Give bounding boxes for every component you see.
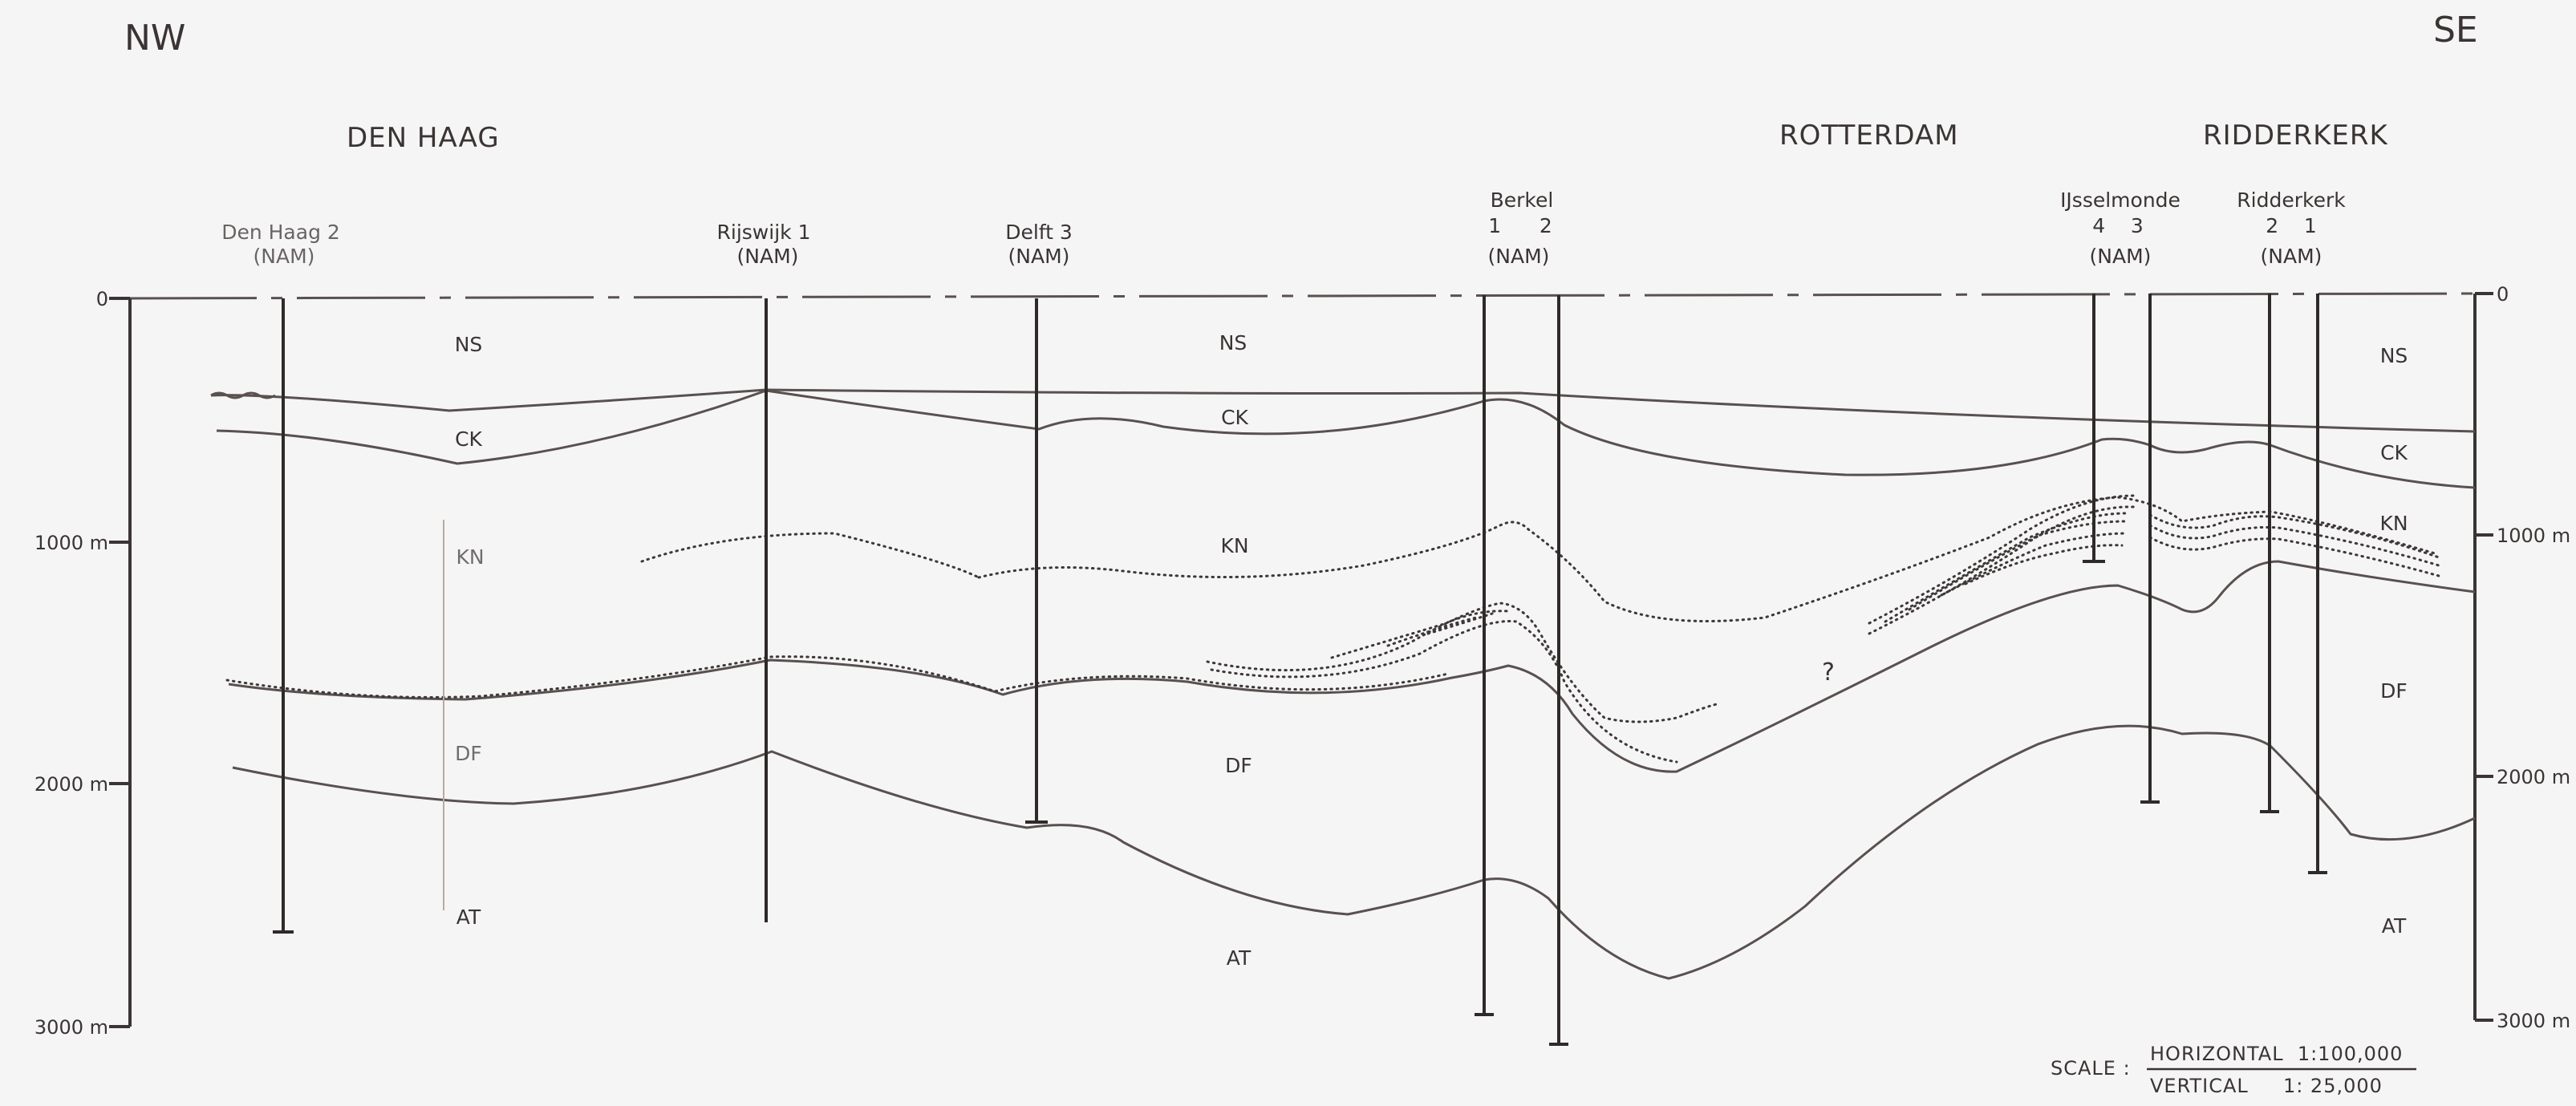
direction-se: SE [2433, 10, 2478, 51]
depth-axis-left: 0 1000 m 2000 m 3000 m [34, 288, 132, 1039]
direction-nw: NW [124, 18, 185, 59]
unit-label-ns: NS [455, 333, 483, 356]
scale-horizontal: HORIZONTAL 1:100,000 [2150, 1043, 2403, 1065]
depth-tick-0: 0 [2497, 283, 2509, 306]
unit-label-kn: KN [2379, 512, 2408, 535]
dotted-horizons [225, 494, 2440, 764]
depth-tick-1000: 1000 m [2497, 525, 2570, 547]
borehole-berkel-1 [1475, 295, 1494, 1016]
boundary-ck-kn [216, 389, 2476, 489]
unit-labels-central: NS CK KN DF AT [1219, 331, 1252, 970]
boundary-ns-ck-unconformity [210, 391, 276, 399]
depth-tick-3000: 3000 m [34, 1016, 108, 1039]
city-den-haag: DEN HAAG [347, 122, 500, 154]
unit-label-ck: CK [455, 427, 482, 451]
well-operator: (NAM) [2261, 245, 2322, 268]
borehole-berkel-2 [1549, 295, 1568, 1046]
surface-line [128, 292, 2476, 300]
well-operator: (NAM) [1008, 245, 1070, 268]
borehole-ijsselmonde-4 [2083, 294, 2105, 563]
borehole-den-haag-2 [273, 298, 294, 934]
well-name: Berkel [1491, 188, 1554, 212]
unit-label-ck: CK [1221, 406, 1248, 429]
unit-label-kn: KN [456, 545, 484, 569]
well-name: Den Haag 2 [221, 221, 340, 244]
unit-label-at: AT [2382, 914, 2407, 938]
boundary-df-at [232, 724, 2476, 980]
unit-label-df: DF [2380, 679, 2408, 703]
borehole-ijsselmonde-3 [2140, 294, 2160, 804]
well-name: Ridderkerk [2237, 188, 2346, 212]
well-label-den-haag-2: Den Haag 2 (NAM) [221, 221, 340, 268]
well-numbers: 2 1 [2266, 214, 2317, 237]
scale-legend: SCALE : HORIZONTAL 1:100,000 VERTICAL 1:… [2051, 1043, 2416, 1097]
depth-tick-2000: 2000 m [34, 773, 108, 796]
well-name: Delft 3 [1005, 221, 1073, 244]
unit-label-ck: CK [2380, 441, 2408, 464]
well-label-delft-3: Delft 3 (NAM) [1005, 221, 1073, 268]
unit-label-ns: NS [1219, 331, 1247, 354]
borehole-delft-3 [1025, 298, 1048, 824]
well-operator: (NAM) [2090, 245, 2152, 268]
well-label-ijsselmonde: IJsselmonde 4 3 (NAM) [2060, 188, 2180, 268]
well-numbers: 4 3 [2092, 214, 2144, 237]
boreholes [273, 294, 2327, 1046]
well-label-rijswijk-1: Rijswijk 1 (NAM) [717, 221, 811, 268]
depth-tick-3000: 3000 m [2497, 1010, 2570, 1032]
borehole-ridderkerk-2 [2260, 294, 2279, 813]
city-ridderkerk: RIDDERKERK [2203, 120, 2389, 152]
well-label-ridderkerk: Ridderkerk 2 1 (NAM) [2237, 188, 2346, 268]
boundary-kn-df [228, 560, 2476, 773]
scale-vertical: VERTICAL 1: 25,000 [2150, 1075, 2383, 1097]
unit-label-ns: NS [2380, 344, 2408, 367]
unit-label-df: DF [455, 742, 482, 765]
well-operator: (NAM) [1488, 245, 1550, 268]
well-label-berkel: Berkel 1 2 (NAM) [1488, 188, 1554, 268]
borehole-ridderkerk-1 [2308, 294, 2327, 874]
unit-labels-ridderkerk: NS CK KN DF AT [2379, 344, 2408, 938]
well-name: Rijswijk 1 [717, 221, 811, 244]
unit-label-kn: KN [1220, 534, 1248, 557]
unit-label-df: DF [1225, 754, 1252, 777]
well-name: IJsselmonde [2060, 188, 2180, 212]
uncertain-correlation-mark: ? [1822, 658, 1835, 687]
well-operator: (NAM) [254, 245, 315, 268]
unit-label-at: AT [456, 905, 481, 929]
well-numbers: 1 2 [1488, 214, 1552, 237]
boundary-ns-ck [210, 388, 2476, 433]
well-operator: (NAM) [737, 245, 799, 268]
unit-labels-den-haag: NS CK KN DF AT [455, 333, 485, 929]
city-rotterdam: ROTTERDAM [1779, 120, 1959, 152]
depth-tick-1000: 1000 m [34, 532, 108, 554]
depth-axis-right: 0 1000 m 2000 m 3000 m [2473, 283, 2570, 1032]
scale-label: SCALE : [2051, 1057, 2131, 1080]
depth-tick-0: 0 [96, 288, 108, 310]
unit-label-at: AT [1227, 946, 1251, 970]
depth-tick-2000: 2000 m [2497, 766, 2570, 788]
